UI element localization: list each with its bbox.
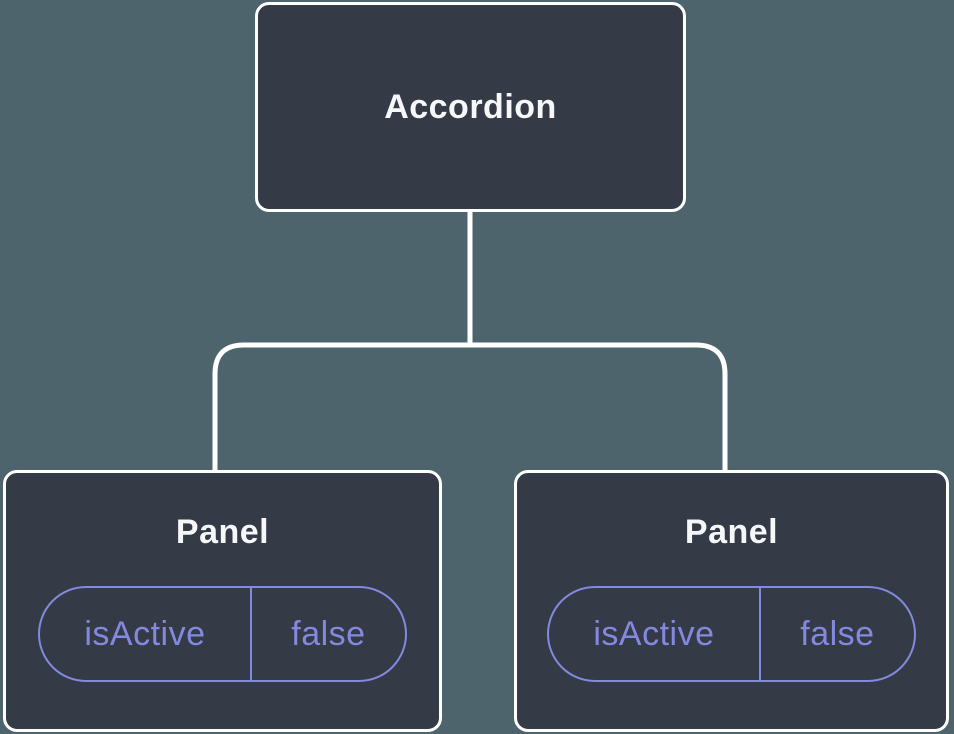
- panel-right-label: Panel: [684, 513, 779, 551]
- tree-node-panel-right: Panel isActive false: [514, 470, 949, 732]
- state-name-label: isActive: [593, 614, 715, 653]
- panel-right-state-pill: isActive false: [547, 586, 916, 682]
- state-value-label: false: [249, 588, 405, 680]
- tree-node-accordion: Accordion: [255, 2, 686, 212]
- state-value-label: false: [758, 588, 914, 680]
- panel-left-label: Panel: [175, 513, 270, 551]
- panel-left-state-pill: isActive false: [38, 586, 407, 682]
- accordion-node-label: Accordion: [384, 87, 557, 126]
- tree-node-panel-left: Panel isActive false: [3, 470, 442, 732]
- branch-bracket-line: [212, 342, 728, 470]
- state-name-label: isActive: [84, 614, 206, 653]
